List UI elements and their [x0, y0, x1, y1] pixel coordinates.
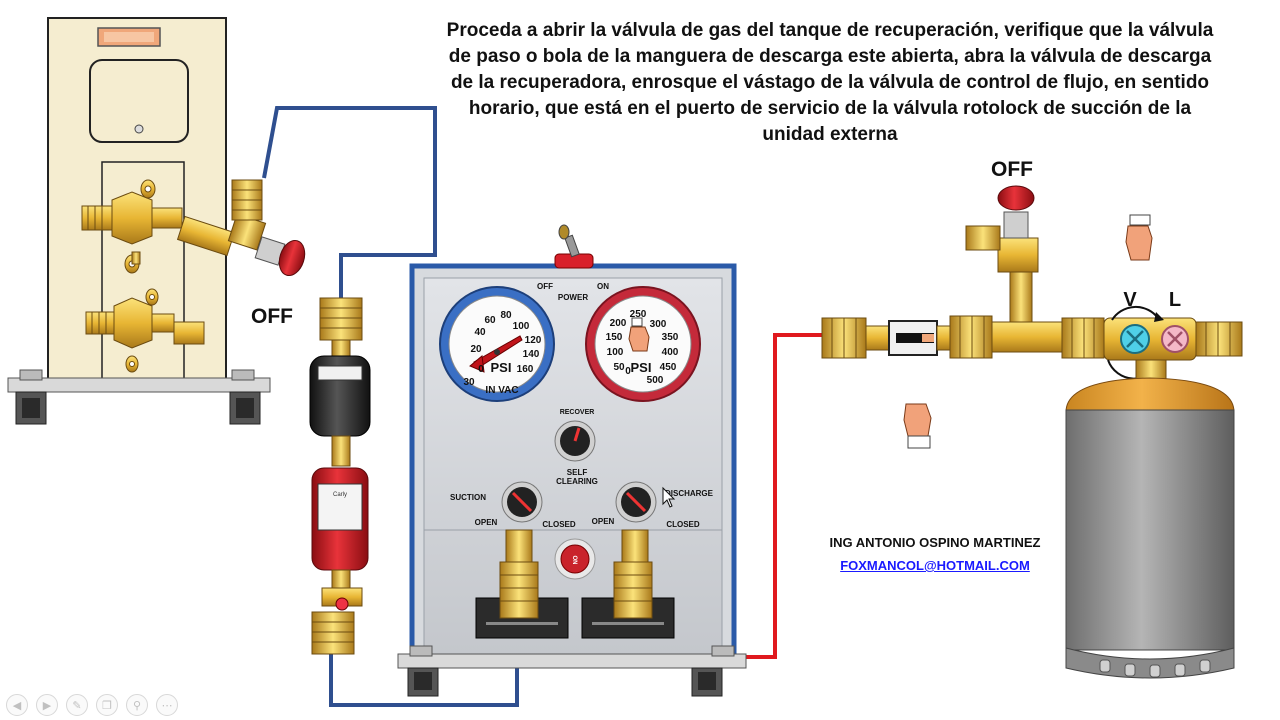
gauge-high-tick: 250 [630, 309, 647, 320]
recovery-cylinder [821, 185, 1243, 679]
clearing-label: CLEARING [556, 477, 598, 486]
discharge-label: DISCHARGE [665, 489, 714, 498]
gauge-low-labels: 0 20 40 60 80 100 120 140 160 30 PSI IN … [463, 310, 541, 396]
recovery-machine [397, 224, 747, 697]
gauge-high-tick: 100 [607, 347, 624, 358]
liquid-rotolock-valve [85, 288, 205, 373]
gauge-high-tick: 350 [662, 332, 679, 343]
suction-rotolock-valve [81, 179, 183, 274]
gauge-low-tick: 40 [474, 327, 486, 338]
gauge-low-tick: 80 [500, 310, 512, 321]
player-controls: ◀ ▶ ✎ ❐ ⚲ ⋯ [6, 694, 178, 716]
gauge-high-tick: 150 [606, 332, 623, 343]
gauge-high-unit: PSI [631, 360, 652, 375]
recover-label: RECOVER [560, 409, 595, 416]
instruction-text: Proceda a abrir la válvula de gas del ta… [446, 20, 1214, 145]
outdoor-unit [7, 17, 306, 425]
gauge-low-tick: 140 [523, 349, 540, 360]
flow-control-valve [176, 179, 306, 277]
gauge-high-tick: 400 [662, 347, 679, 358]
gauge-low-tick: 0 [478, 364, 484, 375]
copy-icon[interactable]: ❐ [96, 694, 118, 716]
arrow-cursor-icon [662, 486, 676, 508]
suction-label: SUCTION [450, 493, 486, 502]
power-off-label: OFF [537, 282, 553, 291]
closed-left-label: CLOSED [542, 520, 576, 529]
machine-labels: OFF ON POWER RECOVER SELF CLEARING SUCTI… [450, 282, 714, 565]
off-label-left: OFF [251, 305, 293, 328]
gauge-low-unit: PSI [491, 360, 512, 375]
hand-pointer-icon [903, 403, 932, 449]
gauge-low-tick: 120 [525, 335, 542, 346]
gauge-low-tick: 100 [513, 321, 530, 332]
gauge-high-tick: 500 [647, 375, 664, 386]
gauge-high-tick: 450 [660, 362, 677, 373]
gauge-low-tick: 20 [470, 344, 482, 355]
power-label: POWER [558, 293, 588, 302]
author-email-link[interactable]: FOXMANCOL@HOTMAIL.COM [840, 558, 1030, 573]
filter-brand: Carly [333, 492, 347, 498]
zoom-icon[interactable]: ⚲ [126, 694, 148, 716]
gauge-low-tick: 60 [484, 315, 496, 326]
vapor-label: V [1123, 289, 1137, 311]
open-right-label: OPEN [592, 517, 615, 526]
author-name: ING ANTONIO OSPINO MARTINEZ [829, 535, 1041, 550]
gauge-high-labels: 0 50 100 150 200 250 300 350 400 450 500… [606, 309, 679, 386]
off-label-right: OFF [991, 158, 1033, 181]
pen-icon[interactable]: ✎ [66, 694, 88, 716]
gauge-high-tick: 300 [650, 319, 667, 330]
gauge-high-tick: 0 [625, 366, 631, 377]
gauge-high-tick: 50 [613, 362, 625, 373]
on-button-label: ON [571, 556, 577, 565]
gauge-low-sub: IN VAC [485, 385, 518, 396]
gauge-high-tick: 200 [610, 318, 627, 329]
open-left-label: OPEN [475, 518, 498, 527]
next-icon[interactable]: ▶ [36, 694, 58, 716]
filter-column: Carly [309, 297, 371, 655]
closed-right-label: CLOSED [666, 520, 700, 529]
more-icon[interactable]: ⋯ [156, 694, 178, 716]
hand-pointer-icon [1125, 214, 1153, 261]
blue-hose-top [262, 106, 437, 298]
hand-cursor-icon [628, 317, 650, 352]
prev-icon[interactable]: ◀ [6, 694, 28, 716]
self-label: SELF [567, 468, 588, 477]
power-on-label: ON [597, 282, 609, 291]
liquid-label: L [1169, 289, 1181, 311]
gauge-low-tick: 30 [463, 377, 475, 388]
gauge-low-tick: 160 [517, 364, 534, 375]
